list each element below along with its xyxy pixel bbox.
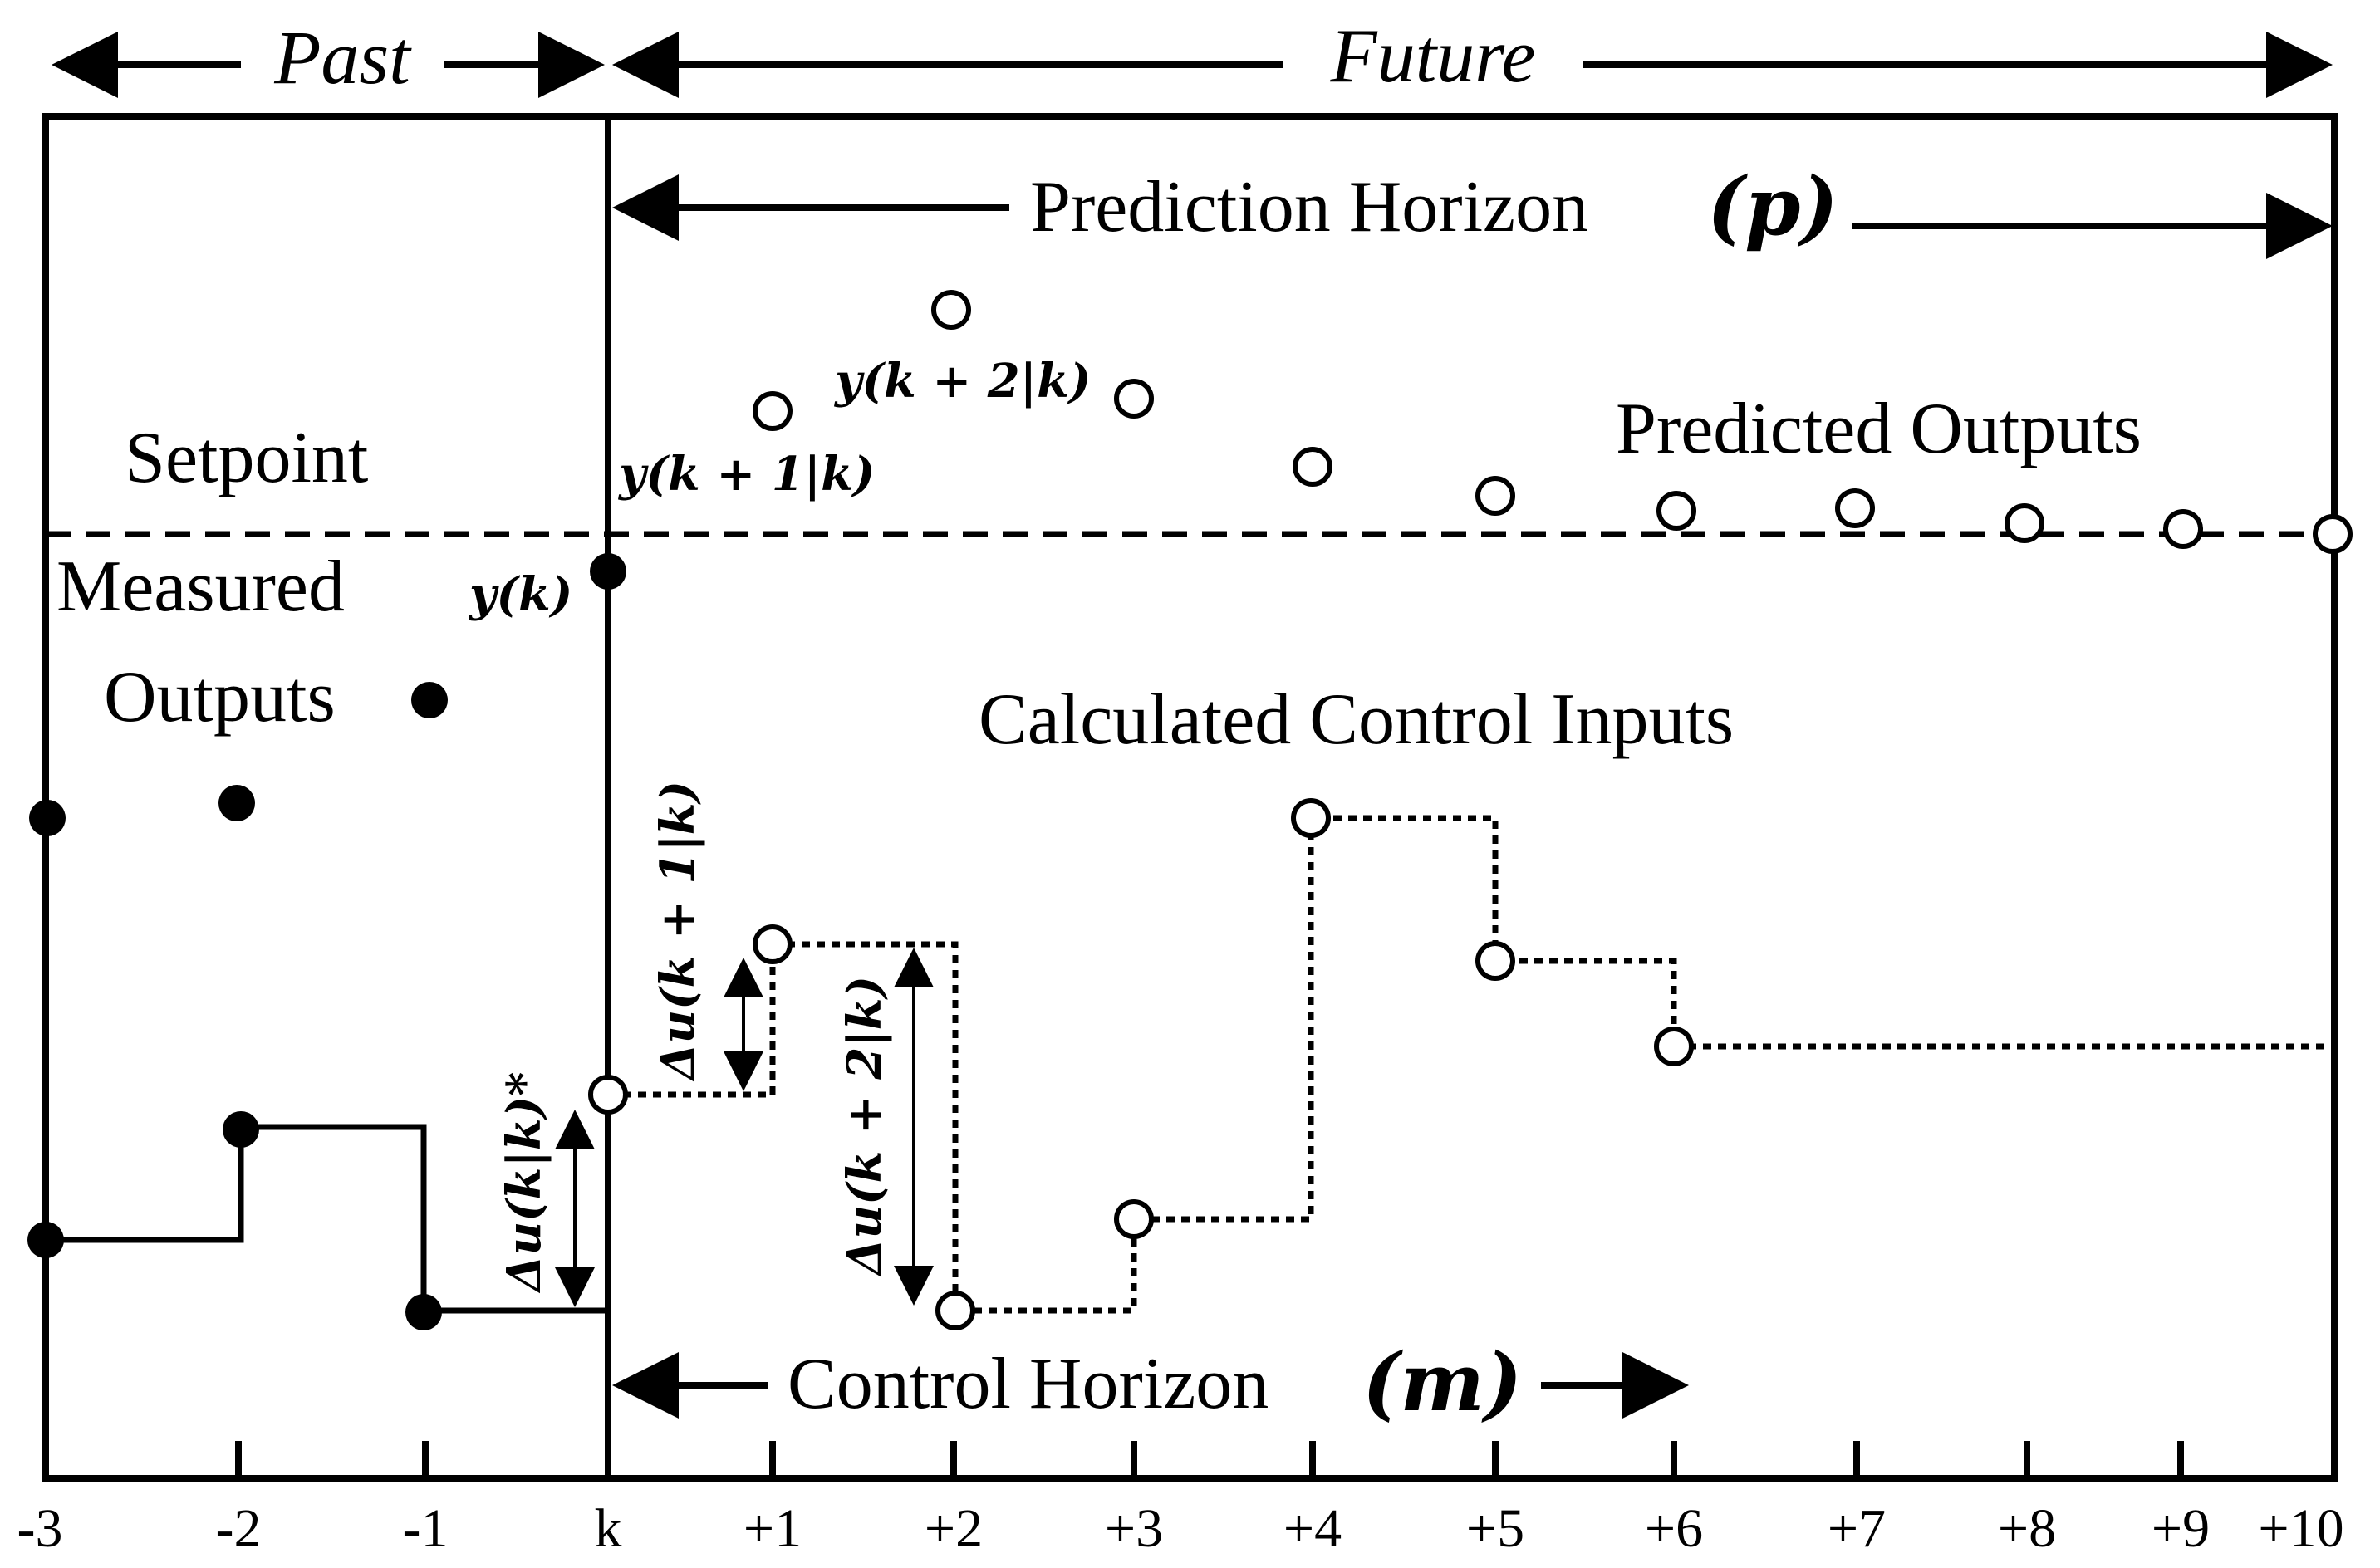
predicted-output-point xyxy=(931,290,971,330)
delta-u-k2-label: Δu(k + 2|k) xyxy=(837,976,892,1277)
prediction-horizon-symbol: (p) xyxy=(1707,159,1838,253)
plot-frame xyxy=(42,113,2338,1482)
future-input-point xyxy=(1114,1199,1154,1239)
axis-tick-label: +4 xyxy=(1283,1498,1342,1559)
axis-tick-label: +5 xyxy=(1466,1498,1524,1559)
predicted-output-point xyxy=(2005,503,2044,543)
y-k2-label: y(k + 2|k) xyxy=(833,354,1091,409)
measured-output-points xyxy=(29,553,626,836)
axis-tick-label: +7 xyxy=(1828,1498,1886,1559)
future-input-point xyxy=(1475,941,1515,981)
future-input-points xyxy=(588,798,1694,1330)
future-label: Future xyxy=(1330,13,1536,98)
prediction-horizon-label: Prediction Horizon xyxy=(1030,167,1588,247)
axis-tick-label: -1 xyxy=(403,1498,449,1559)
control-horizon-symbol: (m) xyxy=(1362,1335,1522,1429)
axis-tick-label: +9 xyxy=(2152,1498,2210,1559)
future-input-point xyxy=(935,1291,975,1330)
measured-output-point xyxy=(29,800,66,836)
past-input-point xyxy=(405,1294,442,1330)
predicted-output-point xyxy=(2163,509,2203,549)
predicted-output-point xyxy=(1475,476,1515,516)
axis-tick-label: k xyxy=(595,1498,622,1559)
predicted-output-point xyxy=(753,391,793,431)
measured-output-point xyxy=(411,682,448,718)
past-input-points xyxy=(27,1111,442,1330)
past-label: Past xyxy=(273,15,412,100)
control-horizon-label: Control Horizon xyxy=(788,1344,1269,1424)
future-input-point xyxy=(1654,1027,1694,1066)
axis-tick-label: -2 xyxy=(216,1498,262,1559)
predicted-output-point xyxy=(1293,447,1332,487)
future-input-point xyxy=(753,924,793,964)
past-input-point xyxy=(223,1111,259,1148)
y-k1-label: y(k + 1|k) xyxy=(617,447,875,502)
predicted-output-point xyxy=(1656,491,1696,531)
measured-output-point xyxy=(218,785,255,821)
past-input-point xyxy=(27,1222,64,1258)
predicted-outputs-label: Predicted Outputs xyxy=(1616,389,2142,469)
future-input-point xyxy=(1291,798,1331,838)
predicted-output-points xyxy=(753,290,2353,554)
predicted-output-point xyxy=(1114,379,1154,419)
axis-tick-label: +2 xyxy=(925,1498,983,1559)
predicted-output-point xyxy=(2313,514,2353,554)
axis-tick-label: +8 xyxy=(1998,1498,2056,1559)
time-axis: -3 -2 -1 k +1 +2 +3 +4 +5 +6 +7 +8 +9 +10 xyxy=(17,1441,2344,1559)
measured-output-point xyxy=(590,553,626,590)
axis-tick-label: -3 xyxy=(17,1498,63,1559)
axis-tick-label: +1 xyxy=(743,1498,802,1559)
y-k-label: y(k) xyxy=(468,567,572,622)
predicted-output-point xyxy=(1835,488,1875,528)
measured-outputs-label-2: Outputs xyxy=(104,657,336,737)
delta-u-k-label: Δu(k|k)* xyxy=(497,1072,552,1294)
future-input-staircase xyxy=(608,815,2326,1314)
delta-u-k1-label: Δu(k + 1|k) xyxy=(650,781,705,1082)
axis-tick-label: +6 xyxy=(1645,1498,1703,1559)
calculated-inputs-label: Calculated Control Inputs xyxy=(979,679,1734,760)
axis-tick-label: +3 xyxy=(1105,1498,1163,1559)
measured-outputs-label-1: Measured xyxy=(56,546,345,627)
future-input-point xyxy=(588,1075,628,1115)
setpoint-label: Setpoint xyxy=(125,418,368,498)
axis-tick-label: +10 xyxy=(2258,1498,2343,1559)
past-input-staircase xyxy=(46,1124,608,1314)
